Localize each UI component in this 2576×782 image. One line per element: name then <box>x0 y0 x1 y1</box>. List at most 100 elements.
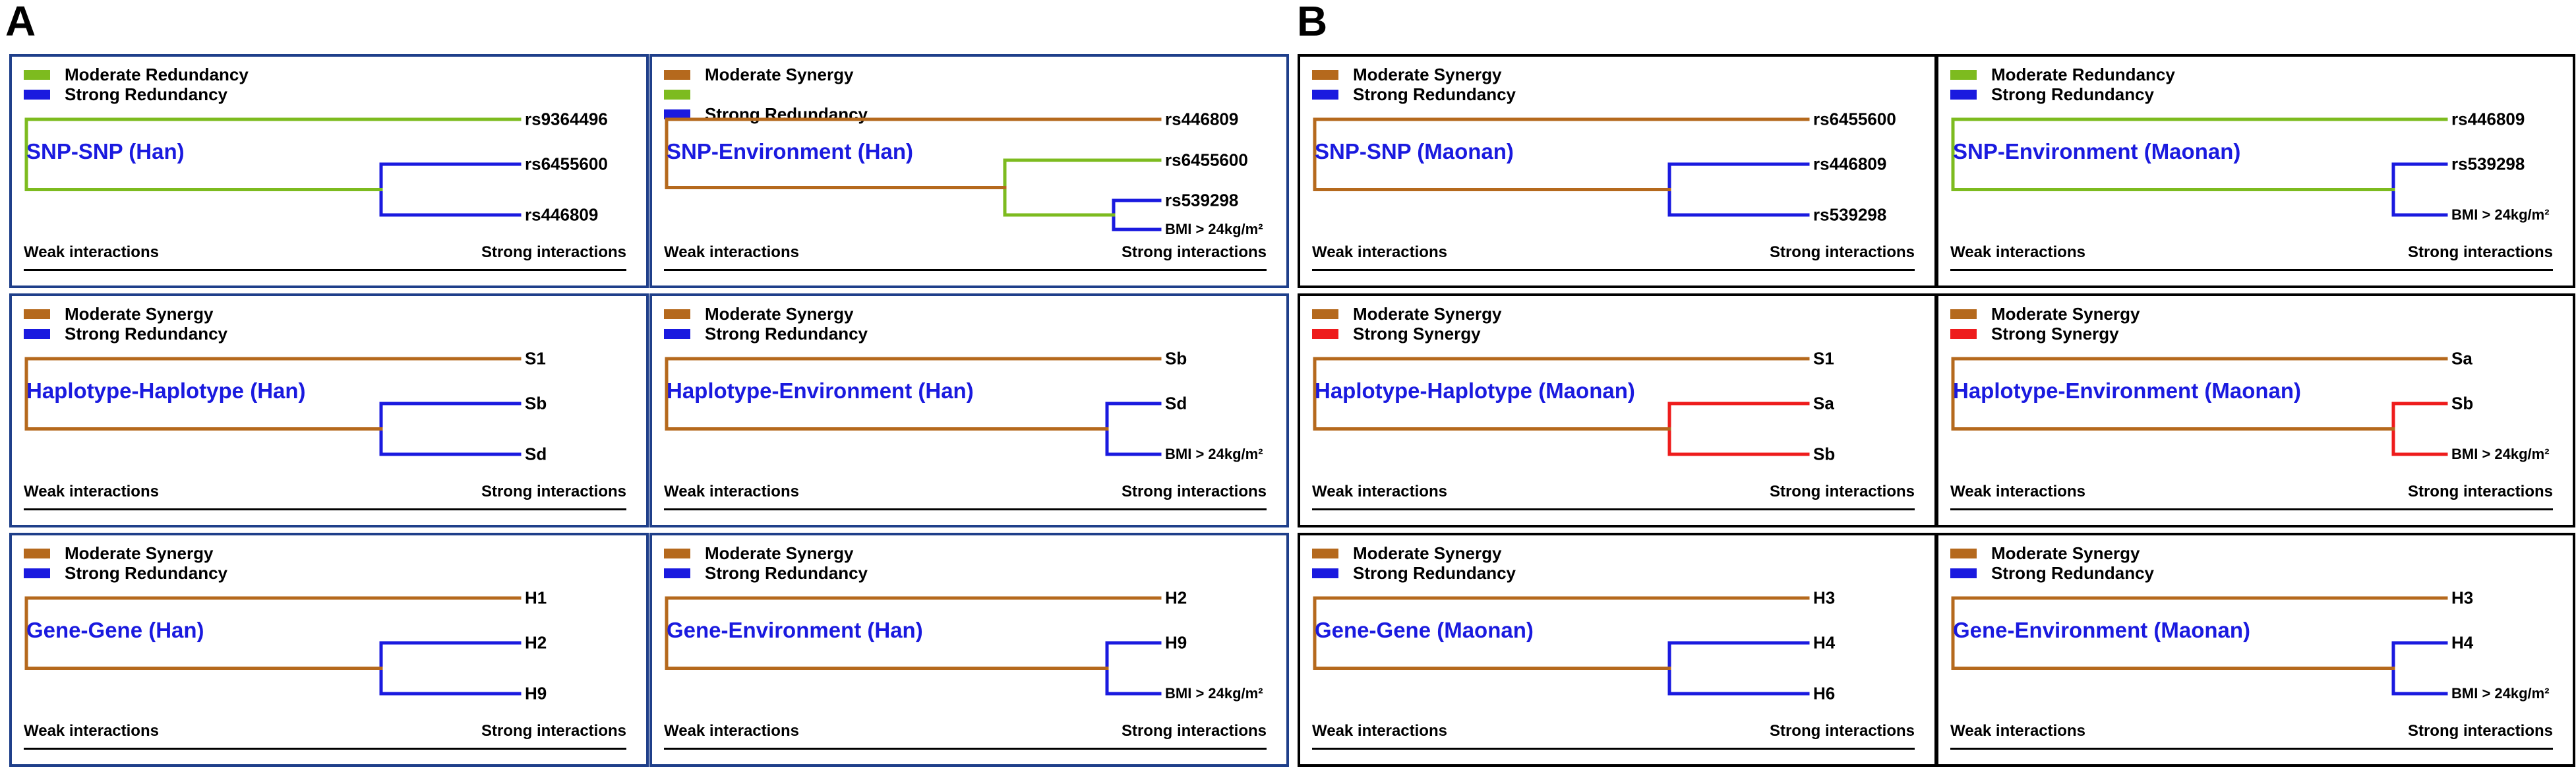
legend-swatch <box>24 89 50 100</box>
leaf-label: BMI > 24kg/m² <box>2451 685 2550 702</box>
legend-swatch <box>1312 89 1338 100</box>
legend-label: Moderate Redundancy <box>1991 64 2175 84</box>
legend-swatch <box>664 69 690 80</box>
dendrogram-tree <box>24 117 522 217</box>
legend-label: Moderate Synergy <box>1353 64 1502 84</box>
legend-item: Moderate Synergy <box>24 543 227 563</box>
dendrogram-tree <box>1313 357 1810 456</box>
dendrogram-tree <box>1951 596 2448 696</box>
legend-label: Strong Redundancy <box>705 562 868 583</box>
legend-swatch <box>24 568 50 578</box>
legend-label: Strong Redundancy <box>65 562 228 583</box>
leaf-label: Sd <box>525 444 547 464</box>
leaf-label: Sd <box>1165 393 1187 413</box>
dendrogram-tree <box>24 596 522 696</box>
legend-item: Strong Redundancy <box>1950 84 2175 104</box>
legend-label: Strong Redundancy <box>1991 84 2155 104</box>
panel-title: SNP-SNP (Maonan) <box>1315 139 1514 164</box>
legend-item: Moderate Synergy <box>1312 543 1516 563</box>
axis-line <box>1312 748 1915 750</box>
leaf-label: rs446809 <box>2451 109 2525 129</box>
axis-label-strong: Strong interactions <box>1769 243 1915 261</box>
legend-item: Strong Redundancy <box>1950 563 2154 583</box>
section-label-a: A <box>5 0 36 45</box>
legend-swatch <box>1950 568 1977 578</box>
leaf-label: BMI > 24kg/m² <box>1165 685 1263 702</box>
axis-label-weak: Weak interactions <box>664 483 799 500</box>
panel-title: Gene-Environment (Maonan) <box>1953 618 2251 642</box>
leaf-label: rs446809 <box>1813 154 1887 174</box>
leaf-label: H6 <box>1813 683 1836 704</box>
legend-item: Moderate Synergy <box>24 304 227 324</box>
panel-title: Haplotype-Environment (Han) <box>667 378 974 403</box>
panel-title: Gene-Gene (Han) <box>26 618 204 642</box>
leaf-label: rs539298 <box>1165 190 1239 210</box>
leaf-label: BMI > 24kg/m² <box>1165 446 1263 462</box>
axis-line <box>1312 508 1915 510</box>
legend-label: Moderate Synergy <box>1353 543 1502 563</box>
leaf-label: H2 <box>1165 587 1187 608</box>
legend-item: Strong Redundancy <box>24 563 227 583</box>
leaf-label: H1 <box>525 587 547 608</box>
leaf-label: BMI > 24kg/m² <box>2451 206 2550 223</box>
axis-label-strong: Strong interactions <box>2407 483 2553 500</box>
leaf-label: rs6455600 <box>1165 150 1248 170</box>
axis-line <box>664 748 1267 750</box>
axis-line <box>1312 269 1915 271</box>
axis-label-strong: Strong interactions <box>2407 722 2553 740</box>
axis-label-strong: Strong interactions <box>1769 483 1915 500</box>
axis-label-weak: Weak interactions <box>1312 722 1447 740</box>
legend-swatch <box>664 309 690 319</box>
legend-item: Moderate Synergy <box>664 65 868 84</box>
axis-label-weak: Weak interactions <box>1950 483 2085 500</box>
legend-label: Moderate Redundancy <box>65 64 249 84</box>
legend-swatch <box>664 548 690 558</box>
panel-title: Haplotype-Haplotype (Maonan) <box>1315 378 1635 403</box>
leaf-label: H4 <box>1813 632 1836 653</box>
legend-item: Moderate Synergy <box>664 543 868 563</box>
panel-title: Haplotype-Haplotype (Han) <box>26 378 306 403</box>
leaf-label: H2 <box>525 632 547 653</box>
axis-line <box>664 508 1267 510</box>
section-label-b: B <box>1297 0 1328 45</box>
dendrogram-tree <box>665 357 1162 456</box>
legend-swatch <box>1312 309 1338 319</box>
axis-label-weak: Weak interactions <box>24 483 159 500</box>
leaf-label: H9 <box>525 683 547 704</box>
axis-line <box>24 748 626 750</box>
leaf-label: H3 <box>2451 587 2474 608</box>
legend-label: Moderate Synergy <box>65 543 214 563</box>
leaf-label: Sb <box>2451 393 2474 413</box>
dendrogram-tree <box>1313 117 1810 217</box>
axis-label-weak: Weak interactions <box>1950 243 2085 261</box>
legend-label: Moderate Synergy <box>65 303 214 324</box>
axis-label-strong: Strong interactions <box>1769 722 1915 740</box>
axis-label-strong: Strong interactions <box>481 483 626 500</box>
dendrogram-tree <box>24 357 522 456</box>
axis-label-weak: Weak interactions <box>1312 243 1447 261</box>
legend-swatch <box>664 89 690 100</box>
axis-line <box>1950 269 2553 271</box>
legend-label: Moderate Synergy <box>705 303 854 324</box>
legend-swatch <box>1950 309 1977 319</box>
legend-swatch <box>1312 548 1338 558</box>
panel-title: SNP-Environment (Maonan) <box>1953 139 2241 164</box>
leaf-label: rs6455600 <box>525 154 608 174</box>
legend-swatch <box>1950 89 1977 100</box>
axis-label-weak: Weak interactions <box>664 722 799 740</box>
legend-item: Moderate Synergy <box>1950 304 2140 324</box>
